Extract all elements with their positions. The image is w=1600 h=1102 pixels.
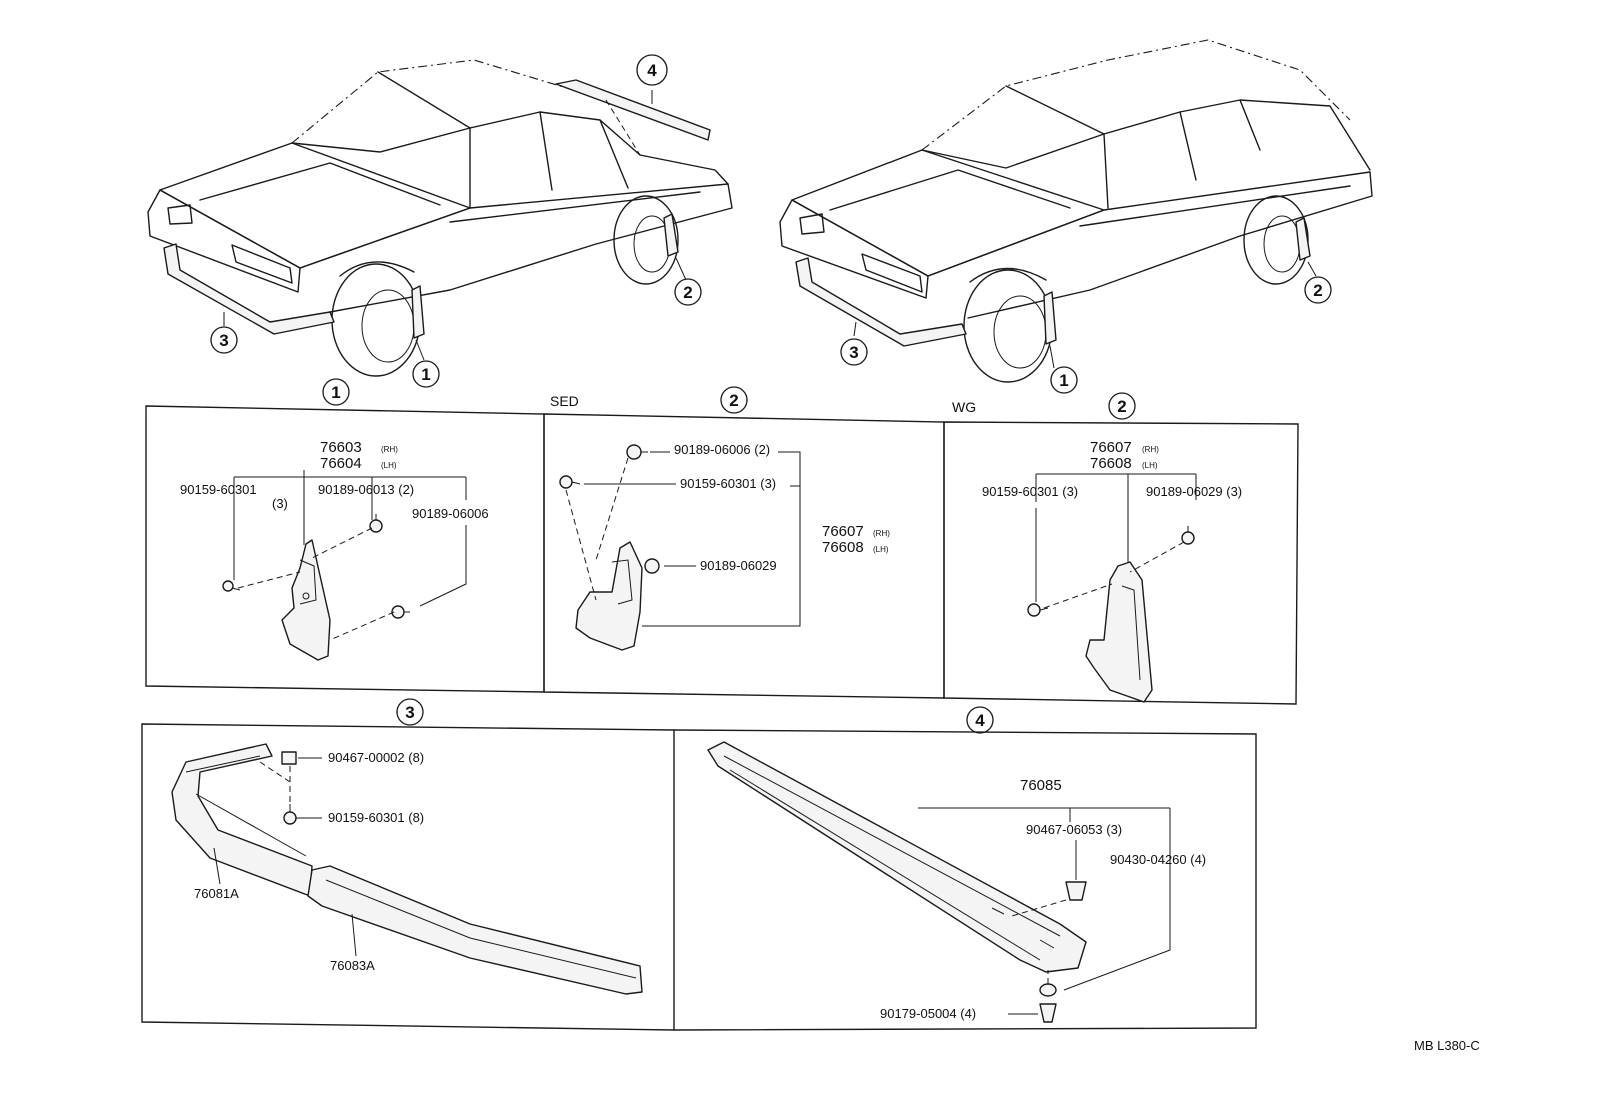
- mudflap-rear-sed: [575, 541, 643, 651]
- washer-icon: [1039, 983, 1057, 997]
- figure-code: MB L380-C: [1414, 1038, 1480, 1053]
- part-number-90189-06006: 90189-06006 (2): [674, 442, 770, 457]
- panel-front-spoiler: 90467-00002 (8) 90159-60301 (8) 76081A 7…: [171, 743, 643, 995]
- part-number-76085: 76085: [1020, 777, 1062, 794]
- part-number-76604: 76604: [320, 455, 362, 472]
- panel-mudflap-front: 76603 (RH) 76604 (LH) 90159-60301 (3) 90…: [180, 439, 489, 661]
- wagon-illustration: [779, 39, 1373, 383]
- part-number-76081A: 76081A: [194, 886, 239, 901]
- part-number-90189-06013: 90189-06013 (2): [318, 482, 414, 497]
- part-number-76083A: 76083A: [330, 958, 375, 973]
- panel-mudflap-rear-sed: 90189-06006 (2) 90159-60301 (3) 90189-06…: [559, 442, 890, 651]
- mudflap-rear-wg: [1085, 561, 1153, 703]
- section-label-wg: WG: [952, 399, 976, 415]
- sedan-illustration: [147, 59, 733, 377]
- panel-frame-rear-spoiler: [673, 729, 1257, 1031]
- callout-3-panel-header: 3: [396, 698, 424, 726]
- front-spoiler-side: [171, 743, 313, 897]
- callout-2-sedan: 2: [674, 278, 702, 306]
- part-number-76603: 76603: [320, 439, 362, 456]
- screw-icon: [1027, 603, 1049, 617]
- bolt-icon: [1039, 1003, 1057, 1023]
- panel-rear-spoiler: 76085 90467-06053 (3) 90430-04260 (4) 90…: [707, 741, 1206, 1023]
- side-lh: (LH): [1142, 461, 1158, 470]
- svg-text:2: 2: [729, 391, 738, 410]
- callout-1-panel-header: 1: [322, 378, 350, 406]
- svg-text:2: 2: [683, 283, 692, 302]
- part-number-90467-06053: 90467-06053 (3): [1026, 822, 1122, 837]
- svg-text:4: 4: [647, 61, 657, 80]
- nut-icon: [281, 751, 297, 765]
- callout-4-top: 4: [636, 54, 668, 86]
- callout-2-wagon: 2: [1304, 276, 1332, 304]
- callout-2-panel-header-sed: 2: [720, 386, 748, 414]
- svg-text:2: 2: [1313, 281, 1322, 300]
- svg-text:3: 3: [219, 331, 228, 350]
- side-rh: (RH): [381, 445, 398, 454]
- part-number-90467-00002: 90467-00002 (8): [328, 750, 424, 765]
- part-number-90159-60301: 90159-60301 (3): [982, 484, 1078, 499]
- part-number-76607: 76607: [822, 523, 864, 540]
- svg-text:3: 3: [405, 703, 414, 722]
- clip-icon: [369, 514, 383, 533]
- callout-4-panel-header: 4: [966, 706, 994, 734]
- side-lh: (LH): [381, 461, 397, 470]
- part-number-90189-06006: 90189-06006: [412, 506, 489, 521]
- part-number-90189-06029: 90189-06029 (3): [1146, 484, 1242, 499]
- panel-mudflap-rear-wg: 76607 (RH) 76608 (LH) 90159-60301 (3) 90…: [982, 439, 1242, 703]
- callout-1-wagon: 1: [1050, 366, 1078, 394]
- callout-3-sedan: 3: [210, 326, 238, 354]
- screw-icon: [559, 475, 581, 489]
- callout-1-sedan: 1: [412, 360, 440, 388]
- rear-spoiler: [707, 741, 1087, 973]
- section-label-sed: SED: [550, 393, 579, 409]
- side-rh: (RH): [1142, 445, 1159, 454]
- panel-frame-mudflap-rear-wg: [943, 421, 1299, 705]
- clip-icon: [1181, 526, 1195, 545]
- side-lh: (LH): [873, 545, 889, 554]
- part-number-90189-06029: 90189-06029: [700, 558, 777, 573]
- callout-2-panel-header-wg: 2: [1108, 392, 1136, 420]
- callout-3-wagon: 3: [840, 338, 868, 366]
- svg-text:2: 2: [1117, 397, 1126, 416]
- part-number-90159-60301: 90159-60301 (3): [680, 476, 776, 491]
- clip-icon: [391, 605, 410, 619]
- qty-3: (3): [272, 496, 288, 511]
- part-number-90430-04260: 90430-04260 (4): [1110, 852, 1206, 867]
- svg-text:1: 1: [1059, 371, 1068, 390]
- clip-icon: [644, 558, 660, 574]
- part-number-90159-60301: 90159-60301 (8): [328, 810, 424, 825]
- clip-icon: [1065, 881, 1087, 901]
- svg-text:3: 3: [849, 343, 858, 362]
- svg-text:1: 1: [331, 383, 340, 402]
- part-number-76608: 76608: [1090, 455, 1132, 472]
- part-number-90179-05004: 90179-05004 (4): [880, 1006, 976, 1021]
- side-rh: (RH): [873, 529, 890, 538]
- svg-text:4: 4: [975, 711, 985, 730]
- part-number-76607: 76607: [1090, 439, 1132, 456]
- svg-text:1: 1: [421, 365, 430, 384]
- part-number-76608: 76608: [822, 539, 864, 556]
- mudflap-front: [281, 539, 331, 661]
- front-spoiler-front: [307, 865, 643, 995]
- screw-icon: [222, 580, 241, 592]
- clip-icon: [626, 444, 648, 460]
- part-number-90159-60301: 90159-60301: [180, 482, 257, 497]
